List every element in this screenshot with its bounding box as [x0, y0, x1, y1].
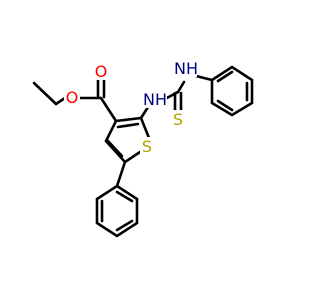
phenyl-lower-double-2 — [115, 219, 134, 232]
phenyl-ring-right — [210, 65, 254, 117]
phenyl-ring-lower — [95, 184, 139, 238]
atom-o-ether: O — [66, 88, 79, 107]
bond-c3-c2-inner — [116, 122, 140, 129]
bond-c5-c4-inner — [105, 138, 124, 158]
atom-nh-upper: NH — [174, 59, 198, 78]
bond-c5-c4 — [104, 139, 127, 164]
bond-ethyl-ch3 — [32, 81, 58, 106]
atom-nh-lower: NH — [143, 90, 167, 109]
bond-c4-c3 — [104, 119, 118, 143]
bond-c3-c2 — [114, 116, 143, 123]
atom-labels: O O NH NH S S — [64, 59, 198, 156]
bond-nh-phenyl — [194, 74, 214, 82]
atom-s-thioketone: S — [173, 110, 183, 129]
molecule-structure: O O NH NH S S — [32, 59, 254, 238]
phenyl-right-double-1 — [216, 70, 234, 83]
bond-s-c5 — [123, 150, 142, 164]
phenyl-lower-double-1 — [115, 190, 134, 203]
phenyl-right-double-3 — [216, 99, 234, 112]
atom-s-ring: S — [142, 137, 152, 156]
bond-cs-nh — [176, 80, 186, 94]
bond-ethyl-ch2 — [54, 96, 67, 106]
atom-o-carbonyl: O — [95, 62, 108, 81]
bond-c5-phenyl — [115, 160, 127, 188]
bond-c2-s — [139, 116, 151, 140]
bond-ester-ring — [99, 96, 118, 123]
